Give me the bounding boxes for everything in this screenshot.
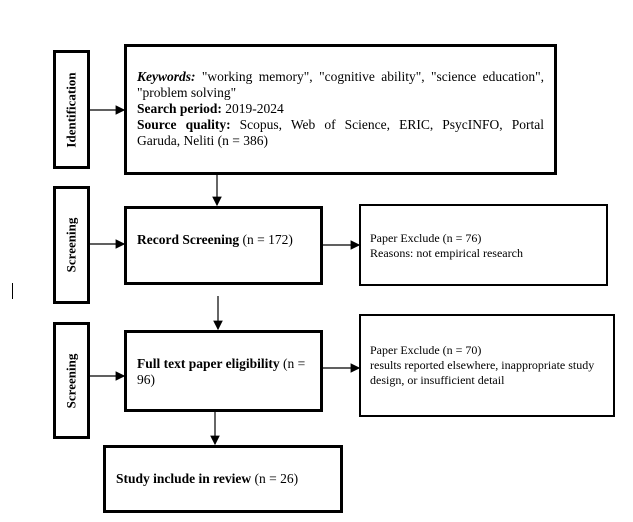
identification-text: Keywords: "working memory", "cognitive a…: [137, 69, 544, 149]
fulltext-text: Full text paper eligibility (n = 96): [137, 356, 317, 388]
text-cursor-mark: [12, 283, 13, 299]
exclude-1-text: Paper Exclude (n = 76) Reasons: not empi…: [370, 231, 602, 261]
exclude-1-reason: Reasons: not empirical research: [370, 246, 523, 260]
stage-screening-2-label: Screening: [63, 353, 79, 408]
period-line: Search period: 2019-2024: [137, 101, 544, 117]
stage-identification-label: Identification: [63, 71, 79, 148]
record-screening-text: Record Screening (n = 172): [137, 232, 317, 248]
exclude-2-reason: results reported elsewhere, inappropriat…: [370, 358, 595, 387]
included-label: Study include in review: [116, 471, 252, 486]
period-value: 2019-2024: [221, 101, 284, 116]
keywords-line: Keywords: "working memory", "cognitive a…: [137, 69, 544, 101]
record-screening-box: [124, 206, 323, 285]
fulltext-box: [124, 330, 323, 412]
period-label: Search period:: [137, 101, 222, 116]
source-line: Source quality: Scopus, Web of Science, …: [137, 117, 544, 149]
exclude-box-2: [359, 314, 615, 417]
stage-screening-1-label: Screening: [63, 217, 79, 273]
fulltext-count: (n = 96): [137, 356, 306, 387]
record-screening-count: (n = 172): [239, 232, 293, 247]
included-count: (n = 26): [251, 471, 299, 486]
stage-screening-1: Screening: [53, 186, 90, 304]
stage-screening-2: Screening: [53, 322, 90, 439]
source-label: Source quality:: [137, 117, 231, 132]
exclude-2-count: Paper Exclude (n = 70): [370, 343, 482, 357]
identification-box: [124, 44, 557, 175]
exclude-1-count: Paper Exclude (n = 76): [370, 231, 482, 245]
exclude-2-text: Paper Exclude (n = 70) results reported …: [370, 343, 610, 388]
source-value: Scopus, Web of Science, ERIC, PsycINFO, …: [137, 117, 545, 148]
stage-identification: Identification: [53, 50, 90, 169]
exclude-box-1: [359, 204, 608, 286]
keywords-label: Keywords:: [137, 69, 196, 84]
fulltext-label: Full text paper eligibility: [137, 356, 280, 371]
keywords-value: "working memory", "cognitive ability", "…: [137, 69, 544, 100]
included-box: [103, 445, 343, 513]
record-screening-label: Record Screening: [137, 232, 240, 247]
included-text: Study include in review (n = 26): [116, 471, 336, 487]
